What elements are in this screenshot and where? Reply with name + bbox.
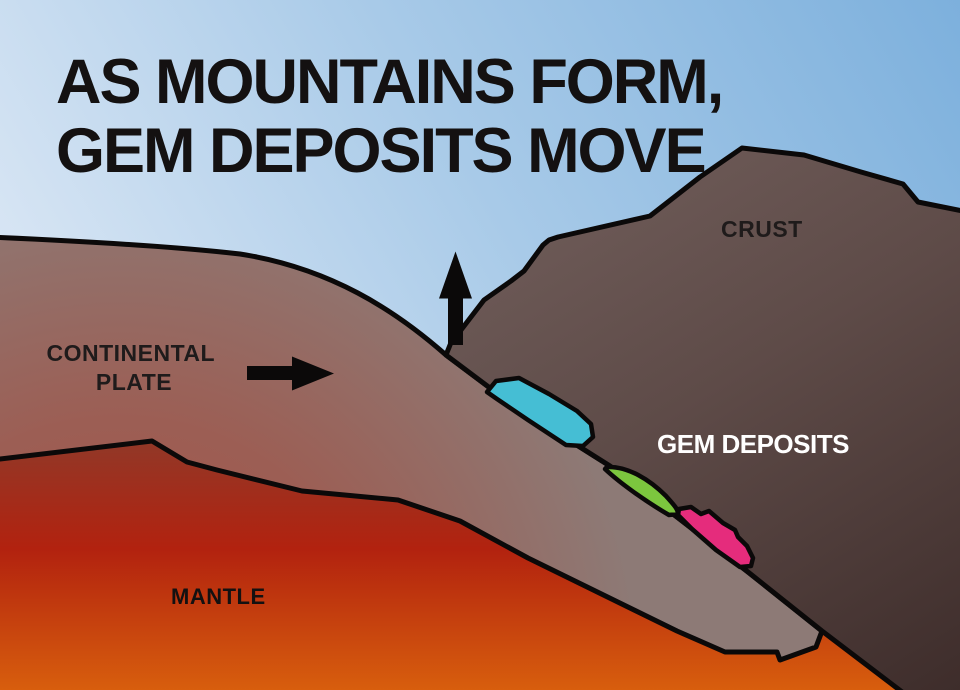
plate-motion-right-arrow-icon [247, 356, 334, 391]
diagram-title-line1: AS MOUNTAINS FORM, [56, 47, 722, 117]
uplift-up-arrow-icon [439, 251, 472, 345]
crust-label: CRUST [721, 216, 803, 242]
gem-cyan [484, 375, 596, 449]
mantle-label: MANTLE [171, 584, 266, 609]
diagram-title: AS MOUNTAINS FORM, GEM DEPOSITS MOVE [56, 47, 738, 186]
gem-pink [675, 504, 756, 570]
continental-plate-label-line2: PLATE [96, 369, 172, 395]
continental-plate-label: CONTINENTAL PLATE [46, 340, 221, 395]
continental-plate-label-line1: CONTINENTAL [46, 340, 214, 366]
diagram-title-line2: GEM DEPOSITS MOVE [56, 116, 705, 186]
gem-green [602, 464, 681, 518]
continental-plate-region [0, 235, 825, 663]
gem-deposits-label: GEM DEPOSITS [657, 429, 849, 459]
